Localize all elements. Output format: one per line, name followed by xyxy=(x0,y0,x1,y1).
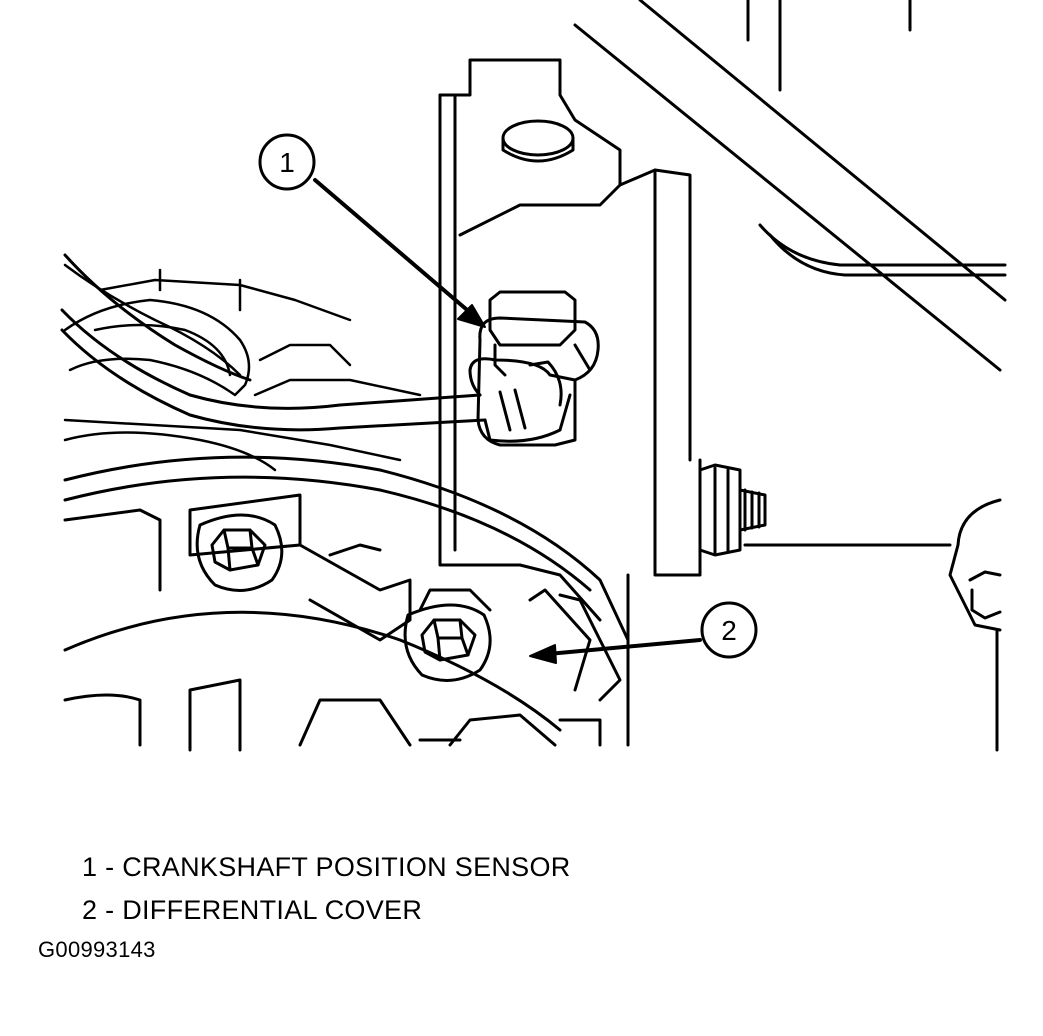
callout-2-leader xyxy=(546,638,702,656)
callout-1-arrowhead xyxy=(457,304,486,328)
right-edge-component xyxy=(948,498,1002,752)
crankshaft-position-sensor xyxy=(468,290,600,447)
hex-bolt-left xyxy=(195,513,284,592)
callout-2-arrowhead xyxy=(529,644,557,664)
transmission-housing xyxy=(63,263,422,472)
legend: 1 - CRANKSHAFT POSITION SENSOR 2 - DIFFE… xyxy=(82,846,571,932)
engine-line-drawing: 1 2 xyxy=(60,0,1007,752)
frame-rail xyxy=(573,0,1007,372)
callout-1-number: 1 xyxy=(279,147,295,178)
callout-1-leader xyxy=(313,178,475,317)
legend-item-2: 2 - DIFFERENTIAL COVER xyxy=(82,895,423,925)
callout-2-number: 2 xyxy=(721,615,737,646)
callout-1: 1 xyxy=(258,133,486,328)
callout-1-circle xyxy=(258,133,316,191)
differential-cover xyxy=(63,455,630,752)
legend-item-1: 1 - CRANKSHAFT POSITION SENSOR xyxy=(82,852,571,882)
callout-2: 2 xyxy=(529,601,758,664)
figure-id: G00993143 xyxy=(38,937,156,962)
hex-bolt-center xyxy=(403,588,492,682)
bracket-stud-nut xyxy=(698,463,952,557)
callout-2-circle xyxy=(700,601,758,659)
sensor-wire-harness xyxy=(60,253,487,432)
